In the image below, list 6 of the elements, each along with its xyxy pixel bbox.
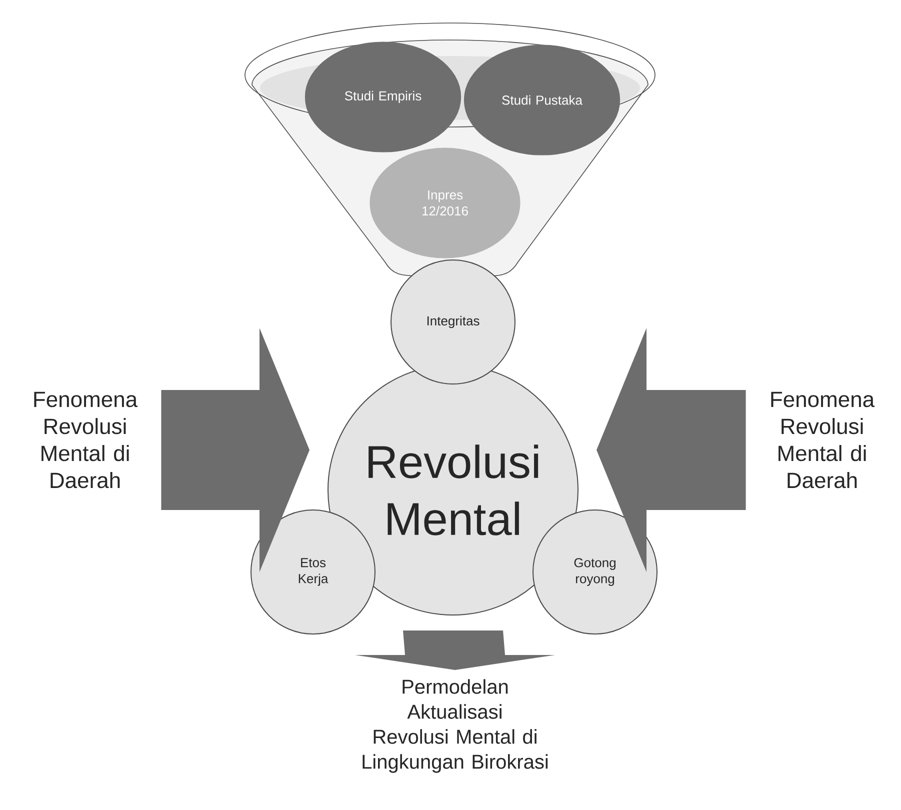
block-arrow [161, 328, 310, 572]
side-text: Fenomena Revolusi Mental di Daerah [771, 392, 875, 488]
result-text: Permodelan Aktualisasi Revolusi Mental di Lingkungan Birokrasi [362, 679, 548, 773]
side-text: Fenomena Revolusi Mental di Daerah [34, 392, 138, 488]
block-arrow [596, 328, 746, 572]
block-arrow [355, 630, 555, 670]
